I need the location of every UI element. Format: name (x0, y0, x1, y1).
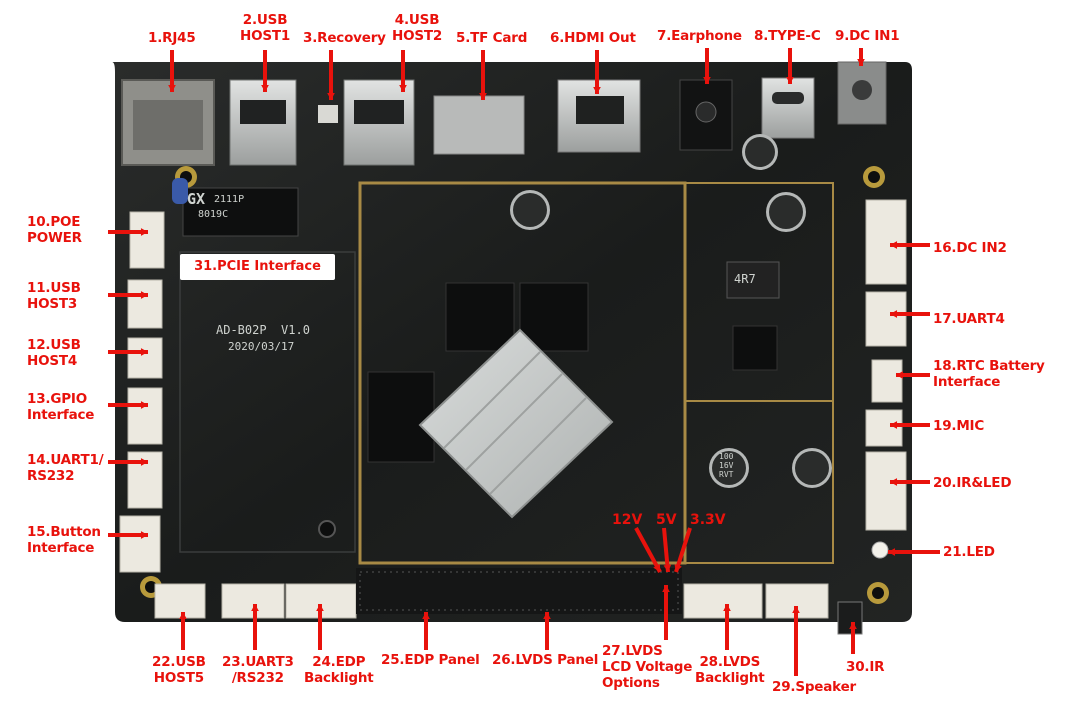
silk-model: AD-B02P V1.0 (216, 323, 310, 337)
label-usb-host3: 11.USB HOST3 (27, 280, 81, 312)
label-type-c: 8.TYPE-C (754, 28, 821, 44)
callout-arrow-head (896, 371, 904, 379)
typec-port (761, 77, 815, 139)
flash-chip (367, 371, 435, 463)
recovery-button (318, 105, 338, 123)
callout-arrow-head (857, 58, 865, 66)
callout-arrow-head (140, 228, 148, 236)
voltage-12v: 12V (612, 512, 643, 528)
label-edp-panel: 25.EDP Panel (381, 652, 480, 668)
callout-arrow-head (890, 310, 898, 318)
callout-arrow-head (140, 531, 148, 539)
label-dc-in2: 16.DC IN2 (933, 240, 1007, 256)
callout-arrow-head (890, 478, 898, 486)
callout-arrow-line (634, 527, 662, 573)
label-gpio-interface: 13.GPIO Interface (27, 391, 95, 423)
callout-arrow-head (140, 291, 148, 299)
callout-arrow-line (662, 527, 670, 573)
voltage-5v: 5V (656, 512, 677, 528)
capacitors (510, 134, 832, 488)
label-pcie-interface: 31.PCIE Interface (180, 254, 335, 280)
label-lvds-panel: 26.LVDS Panel (492, 652, 599, 668)
label-usb-host1: 2.USB HOST1 (240, 12, 291, 44)
heatsink (418, 328, 614, 519)
callout-arrow-head (653, 564, 661, 572)
mounting-holes (140, 166, 889, 604)
callout-arrow-head (792, 606, 800, 614)
label-rj45: 1.RJ45 (148, 30, 196, 46)
label-usb-host4: 12.USB HOST4 (27, 337, 81, 369)
label-edp-backlight: 24.EDP Backlight (304, 654, 374, 686)
silk-date: 2020/03/17 (228, 340, 295, 353)
right-connectors (865, 199, 907, 531)
label-uart1: 14.UART1/ RS232 (27, 452, 104, 484)
tf-card-slot (433, 95, 525, 155)
callout-arrow-head (849, 622, 857, 630)
silk-gx: GX (187, 190, 206, 208)
label-tf-card: 5.TF Card (456, 30, 528, 46)
callout-arrow-head (723, 604, 731, 612)
voltage-3v3: 3.3V (690, 512, 726, 528)
label-ir-led: 20.IR&LED (933, 475, 1012, 491)
label-earphone: 7.Earphone (657, 28, 742, 44)
label-uart4: 17.UART4 (933, 311, 1005, 327)
ram-chip-2 (519, 282, 589, 352)
ir-receiver (837, 601, 863, 635)
callout-arrow-head (316, 604, 324, 612)
callout-arrows (108, 48, 940, 676)
label-hdmi-out: 6.HDMI Out (550, 30, 636, 46)
label-rtc-battery: 18.RTC Battery Interface (933, 358, 1045, 390)
callout-arrow-head (890, 241, 898, 249)
callout-arrow-head (786, 76, 794, 84)
callout-arrow-head (168, 84, 176, 92)
callout-arrow-head (251, 604, 259, 612)
label-lvds-backlight: 28.LVDS Backlight (695, 654, 765, 686)
callout-arrow-line (674, 527, 692, 573)
label-poe-power: 10.POE POWER (27, 214, 82, 246)
callout-arrow-head (479, 92, 487, 100)
silk-inductor: 4R7 (734, 272, 756, 286)
label-recovery: 3.Recovery (303, 30, 386, 46)
callout-arrow-head (888, 548, 896, 556)
callout-arrow-head (140, 348, 148, 356)
label-mic: 19.MIC (933, 418, 985, 434)
label-ir: 30.IR (846, 659, 885, 675)
callout-arrow-head (890, 421, 898, 429)
callout-arrow-head (593, 86, 601, 94)
pmic-chip (732, 325, 778, 371)
label-dc-in1: 9.DC IN1 (835, 28, 900, 44)
callout-arrow-head (543, 612, 551, 620)
silk-cap: 100 16V RVT (719, 452, 734, 479)
ram-chip-1 (445, 282, 515, 352)
label-led: 21.LED (943, 544, 995, 560)
silk-gx-code: 2111P (214, 194, 245, 205)
callout-arrow-head (703, 76, 711, 84)
callout-arrow-head (662, 585, 670, 593)
label-speaker: 29.Speaker (772, 679, 856, 695)
callout-arrow-head (399, 84, 407, 92)
callout-arrow-head (179, 612, 187, 620)
inductor (726, 261, 780, 299)
label-button-interface: 15.Button Interface (27, 524, 101, 556)
pin-header (356, 568, 682, 614)
callout-arrow-head (261, 84, 269, 92)
left-connectors (119, 211, 165, 573)
silk-gx-code2: 8019C (198, 209, 229, 220)
label-lvds-voltage: 27.LVDS LCD Voltage Options (602, 643, 693, 691)
lan-transformer (182, 187, 299, 237)
callout-arrow-head (140, 401, 148, 409)
callout-arrow-head (422, 612, 430, 620)
led (871, 541, 889, 559)
callout-arrow-head (663, 564, 672, 572)
callout-arrow-head (674, 564, 682, 572)
callout-arrow-head (140, 458, 148, 466)
label-usb-host5: 22.USB HOST5 (152, 654, 206, 686)
label-usb-host2: 4.USB HOST2 (392, 12, 443, 44)
callout-arrow-head (327, 92, 335, 100)
label-uart3: 23.UART3 /RS232 (222, 654, 294, 686)
